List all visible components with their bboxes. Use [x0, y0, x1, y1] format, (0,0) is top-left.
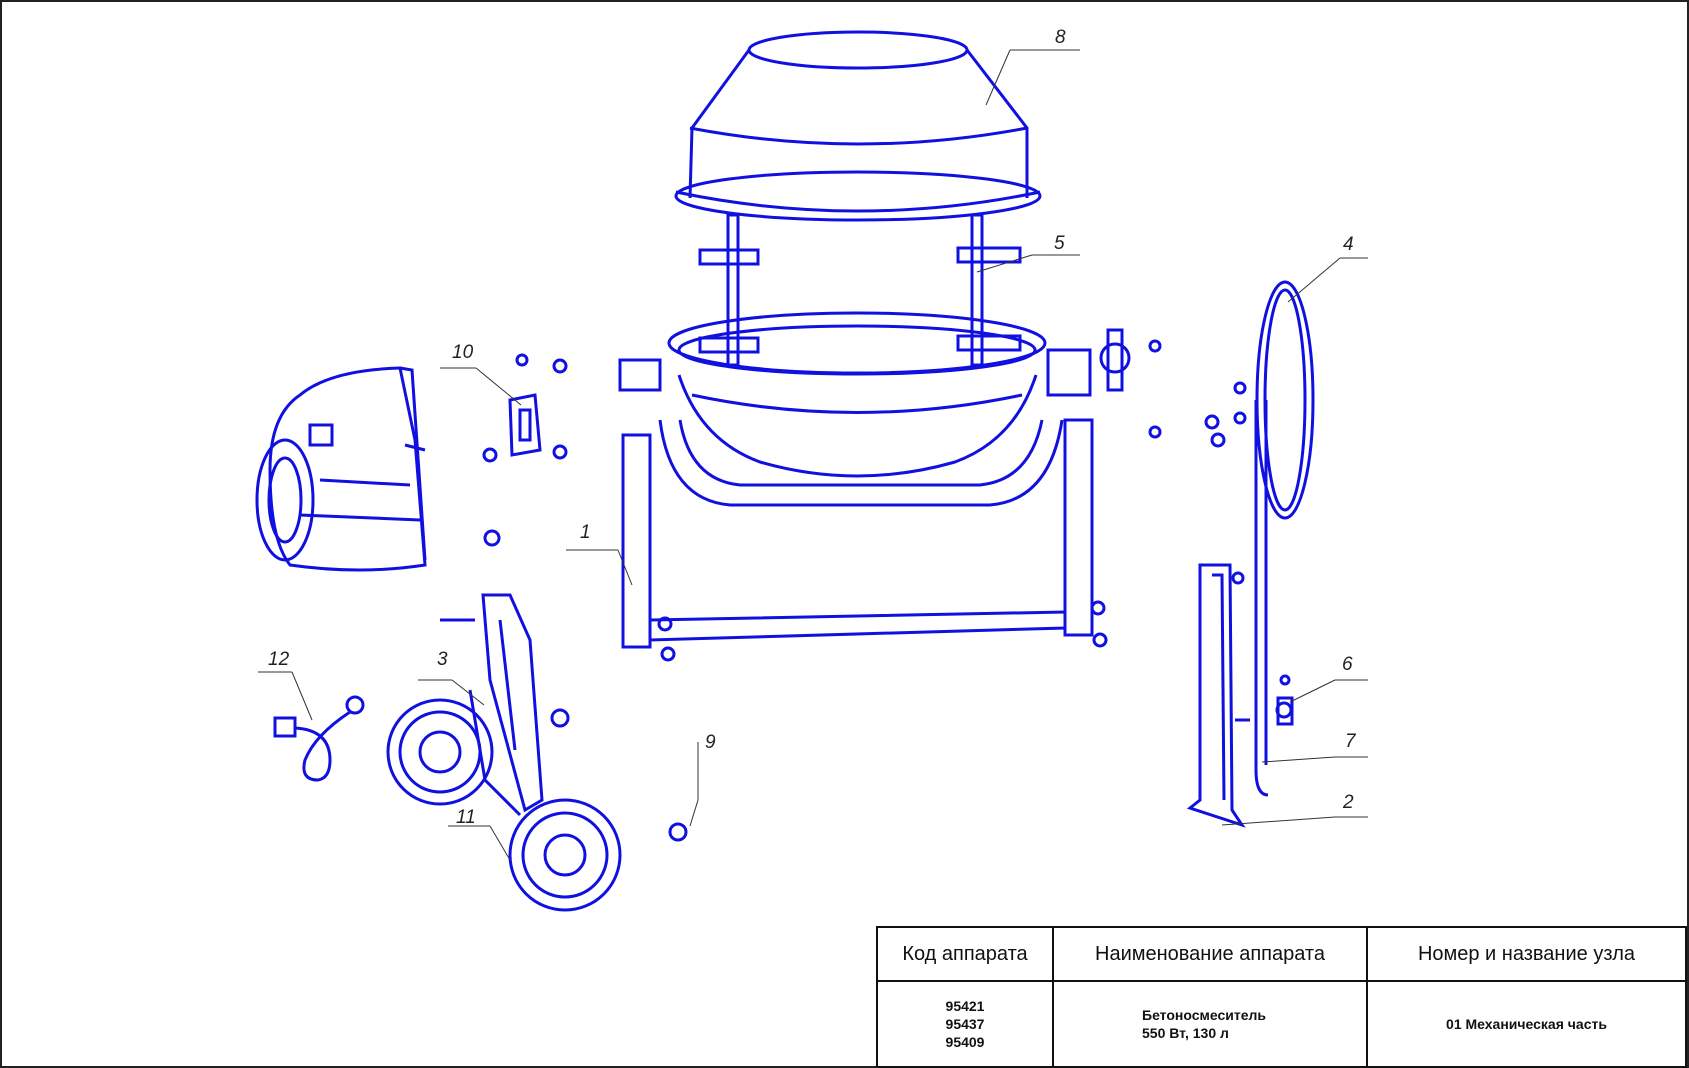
part-wheels [386, 698, 622, 912]
title-block-header-row: Код аппарата Наименование аппарата Номер… [876, 926, 1687, 982]
callout-9: 9 [705, 732, 716, 753]
apparatus-codes: 95421 95437 95409 [876, 980, 1054, 1068]
part-power-cord [273, 695, 365, 782]
callout-1: 1 [580, 522, 591, 543]
part-motor-housing [255, 366, 427, 572]
callout-3: 3 [437, 649, 448, 670]
callout-5: 5 [1054, 233, 1065, 254]
apparatus-code: 95409 [945, 1034, 985, 1050]
callout-6: 6 [1342, 654, 1353, 675]
title-block: Код аппарата Наименование аппарата Номер… [876, 926, 1687, 1068]
callout-4: 4 [1343, 234, 1354, 255]
part-side-bracket [1186, 563, 1294, 828]
part-main-frame [621, 418, 1108, 662]
header-name: Наименование аппарата [1052, 926, 1368, 982]
callout-8: 8 [1055, 27, 1066, 48]
part-drum-top [674, 30, 1042, 222]
leader-lines [258, 49, 1368, 861]
apparatus-code: 95437 [945, 1016, 985, 1032]
apparatus-name-line: 550 Вт, 130 л [1142, 1025, 1229, 1041]
callout-12: 12 [268, 649, 290, 670]
apparatus-name: Бетоносмеситель 550 Вт, 130 л [1052, 980, 1368, 1068]
callout-10: 10 [452, 342, 474, 363]
part-handwheel [1254, 280, 1315, 797]
part-bolts-right [1148, 339, 1247, 448]
part-small-hardware [668, 701, 1293, 842]
apparatus-name-line: Бетоносмеситель [1142, 1007, 1266, 1023]
header-unit: Номер и название узла [1366, 926, 1687, 982]
callout-7: 7 [1345, 731, 1356, 752]
part-drum-bottom [618, 311, 1131, 507]
part-motor-bracket [482, 353, 568, 547]
apparatus-code: 95421 [945, 998, 985, 1014]
header-code: Код аппарата [876, 926, 1054, 982]
callout-11: 11 [456, 807, 476, 828]
title-block-value-row: 95421 95437 95409 Бетоносмеситель 550 Вт… [876, 980, 1687, 1068]
part-drum-supports [698, 213, 1022, 367]
unit-name: 01 Механическая часть [1366, 980, 1687, 1068]
callout-2: 2 [1343, 792, 1354, 813]
